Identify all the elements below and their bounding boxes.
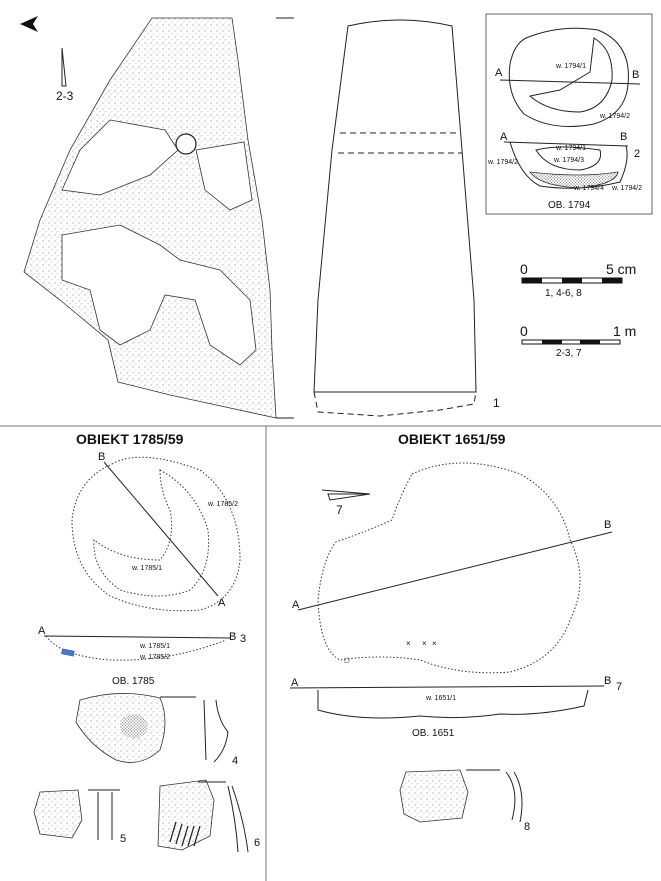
north-arrow-icon bbox=[61, 47, 67, 87]
fig-number-3: 3 bbox=[240, 633, 246, 645]
find-markers: × × × ◻ bbox=[344, 639, 437, 664]
feature-1794-plan bbox=[508, 27, 629, 127]
find-6-profile bbox=[227, 785, 249, 853]
fill-label-1794-2: w. 1794/2 bbox=[487, 159, 518, 166]
section-label-a: A bbox=[218, 597, 226, 609]
fill-label-1794-1: w. 1794/1 bbox=[555, 145, 586, 152]
fig-number-1: 1 bbox=[493, 396, 500, 410]
heading-obiekt-1651: OBIEKT 1651/59 bbox=[398, 431, 506, 447]
svg-text:×: × bbox=[406, 639, 411, 648]
direction-arrow-icon bbox=[20, 16, 38, 32]
fig-number-6: 6 bbox=[254, 837, 260, 849]
svg-text:◻: ◻ bbox=[344, 657, 350, 664]
scale-cm-start: 0 bbox=[520, 261, 528, 277]
fill-label-1794-2: w. 1794/2 bbox=[599, 113, 630, 120]
find-5-profile bbox=[97, 792, 113, 840]
find-8-sherd bbox=[399, 769, 469, 823]
fig-number-2: 2 bbox=[634, 148, 640, 160]
north-label: 2-3 bbox=[56, 89, 74, 103]
scale-m-start: 0 bbox=[520, 323, 528, 339]
fill-marker-blue bbox=[61, 648, 75, 657]
fill-label-1794-4: w. 1794/4 bbox=[573, 185, 604, 192]
svg-text:×: × bbox=[422, 639, 427, 648]
heading-obiekt-1785: OBIEKT 1785/59 bbox=[76, 431, 184, 447]
scale-m-note: 2-3, 7 bbox=[556, 348, 582, 359]
stone-profile bbox=[313, 19, 477, 393]
section-baseline-1651 bbox=[289, 685, 605, 689]
feature-1785-plan bbox=[71, 456, 241, 612]
scale-cm-end: 5 cm bbox=[606, 261, 636, 277]
caption-ob-1651: OB. 1651 bbox=[412, 728, 455, 739]
caption-ob-1785: OB. 1785 bbox=[112, 676, 155, 687]
fig-number-4: 4 bbox=[232, 755, 238, 767]
fill-label-1651-1: w. 1651/1 bbox=[425, 695, 456, 702]
section-label-a: A bbox=[495, 67, 503, 79]
feature-1794-inner-fill bbox=[528, 37, 613, 113]
section-label-b: B bbox=[632, 69, 639, 81]
svg-text:×: × bbox=[432, 639, 437, 648]
north-arrow-icon bbox=[321, 489, 371, 501]
section-label-b: B bbox=[229, 631, 236, 643]
find-4-profile bbox=[203, 699, 229, 763]
feature-1794-panel: A B w. 1794/1 w. 1794/2 A B 2 w. 1794/1 … bbox=[485, 13, 653, 215]
surface-patch bbox=[61, 119, 179, 196]
section-label-b: B bbox=[98, 451, 105, 463]
obiekt-1651-group: OBIEKT 1651/59 7 A B × × × ◻ A B 7 w. 16… bbox=[289, 431, 622, 833]
fill-label-1785-2: w. 1785/2 bbox=[139, 654, 170, 661]
feature-1785-inner-fill bbox=[93, 469, 210, 597]
section-label-a: A bbox=[38, 625, 46, 637]
caption-ob-1794: OB. 1794 bbox=[548, 200, 591, 211]
fill-label-1794-3: w. 1794/3 bbox=[553, 157, 584, 164]
scale-bar-m: 0 1 m 2-3, 7 bbox=[520, 323, 636, 359]
find-5-sherd bbox=[33, 789, 83, 839]
feature-1785-section bbox=[45, 635, 227, 661]
scale-cm-note: 1, 4-6, 8 bbox=[545, 288, 582, 299]
section-label-b: B bbox=[604, 519, 611, 531]
fill-label-1785-1: w. 1785/1 bbox=[139, 643, 170, 650]
section-label-a: A bbox=[291, 677, 299, 689]
scale-m-end: 1 m bbox=[613, 323, 636, 339]
fill-label-1794-2: w. 1794/2 bbox=[611, 185, 642, 192]
obiekt-1785-group: OBIEKT 1785/59 B A w. 1785/2 w. 1785/1 A… bbox=[33, 431, 260, 853]
section-line-1651 bbox=[297, 531, 613, 611]
artifact-1-group: 2-3 1 bbox=[20, 16, 500, 419]
scale-bar-cm: 0 5 cm 1, 4-6, 8 bbox=[520, 261, 636, 299]
section-line-1785 bbox=[103, 461, 219, 597]
surface-patch bbox=[195, 141, 253, 211]
surface-patch bbox=[61, 224, 257, 366]
fig-number-5: 5 bbox=[120, 833, 126, 845]
section-line-1794 bbox=[499, 79, 641, 85]
fill-label-1785-2: w. 1785/2 bbox=[207, 501, 238, 508]
section-label-b: B bbox=[604, 675, 611, 687]
feature-1651-section bbox=[317, 689, 589, 719]
fig-number-7-section: 7 bbox=[616, 681, 622, 693]
find-8-profile bbox=[505, 771, 523, 823]
fill-label-1785-1: w. 1785/1 bbox=[131, 565, 162, 572]
section-label-a: A bbox=[500, 131, 508, 143]
north-label-7: 7 bbox=[336, 503, 343, 517]
profile-base-dashed bbox=[313, 391, 477, 417]
find-6-sherd bbox=[157, 779, 215, 851]
fill-label-1794-1: w. 1794/1 bbox=[555, 63, 586, 70]
section-baseline-1794 bbox=[503, 141, 629, 147]
section-baseline-1785 bbox=[43, 635, 231, 639]
fig-number-8: 8 bbox=[524, 821, 530, 833]
section-label-b: B bbox=[620, 131, 627, 143]
section-label-a: A bbox=[292, 599, 300, 611]
drill-hole bbox=[175, 133, 197, 155]
